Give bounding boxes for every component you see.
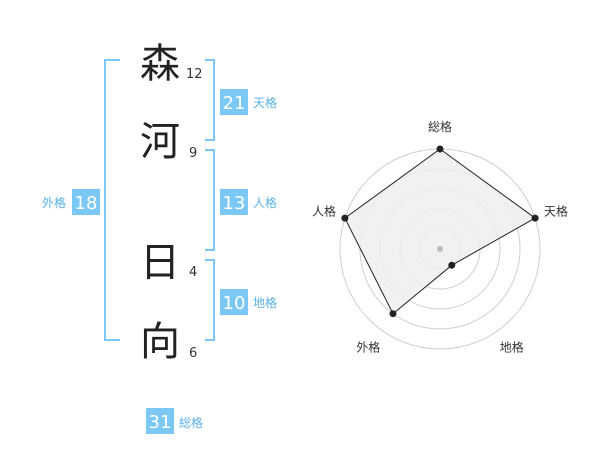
gaikaku-bracket	[104, 59, 120, 341]
chikaku-bracket	[205, 259, 215, 341]
tenkaku-badge-bg	[220, 89, 248, 115]
soukaku-badge-bg	[146, 408, 174, 434]
name-char-2: 河	[140, 119, 180, 165]
radar-axis-label-2: 天格	[544, 203, 568, 218]
tenkaku-label: 天格	[253, 95, 277, 110]
name-char-1: 森	[140, 41, 180, 87]
stroke-count-2: 9	[189, 146, 197, 161]
radar-axis-label-3: 地格	[500, 340, 524, 355]
radar-point-3	[448, 261, 456, 269]
stroke-count-1: 12	[186, 67, 203, 82]
radar-series-area	[344, 148, 537, 315]
radar-axis-label-5: 人格	[312, 203, 336, 218]
name-char-3: 日	[140, 240, 180, 286]
name-characters: 森 河 日 向 12 9 4 6	[140, 41, 203, 365]
radar-point-5	[341, 214, 349, 222]
tenkaku-bracket	[205, 59, 215, 141]
stroke-count-3: 4	[189, 265, 197, 280]
radar-axis-label-1: 総格	[428, 119, 452, 134]
tenkaku-badge: 21 天格	[220, 89, 277, 115]
gaikaku-label: 外格	[42, 195, 66, 210]
chikaku-value: 10	[223, 293, 246, 314]
soukaku-badge: 31 総格	[146, 408, 203, 434]
radar-axis-label-4: 外格	[356, 340, 380, 355]
gaikaku-badge-bg	[72, 189, 100, 215]
jinkaku-badge-bg	[220, 189, 248, 215]
chikaku-label: 地格	[253, 295, 277, 310]
gaikaku-value: 18	[75, 193, 98, 214]
tenkaku-value: 21	[223, 93, 246, 114]
soukaku-value: 31	[149, 412, 172, 433]
gaikaku-badge: 外格 18	[42, 189, 100, 215]
radar-point-2	[531, 214, 539, 222]
jinkaku-bracket	[205, 149, 215, 251]
jinkaku-label: 人格	[253, 195, 277, 210]
chikaku-badge: 10 地格	[220, 289, 277, 315]
brackets	[104, 59, 215, 341]
chikaku-badge-bg	[220, 289, 248, 315]
radar-point-1	[436, 145, 444, 153]
name-char-4: 向	[140, 319, 180, 365]
stroke-count-4: 6	[189, 346, 197, 361]
jinkaku-value: 13	[223, 193, 246, 214]
soukaku-label: 総格	[179, 415, 203, 430]
radar-center-dot	[437, 246, 443, 252]
radar-point-4	[389, 310, 397, 318]
jinkaku-badge: 13 人格	[220, 189, 277, 215]
